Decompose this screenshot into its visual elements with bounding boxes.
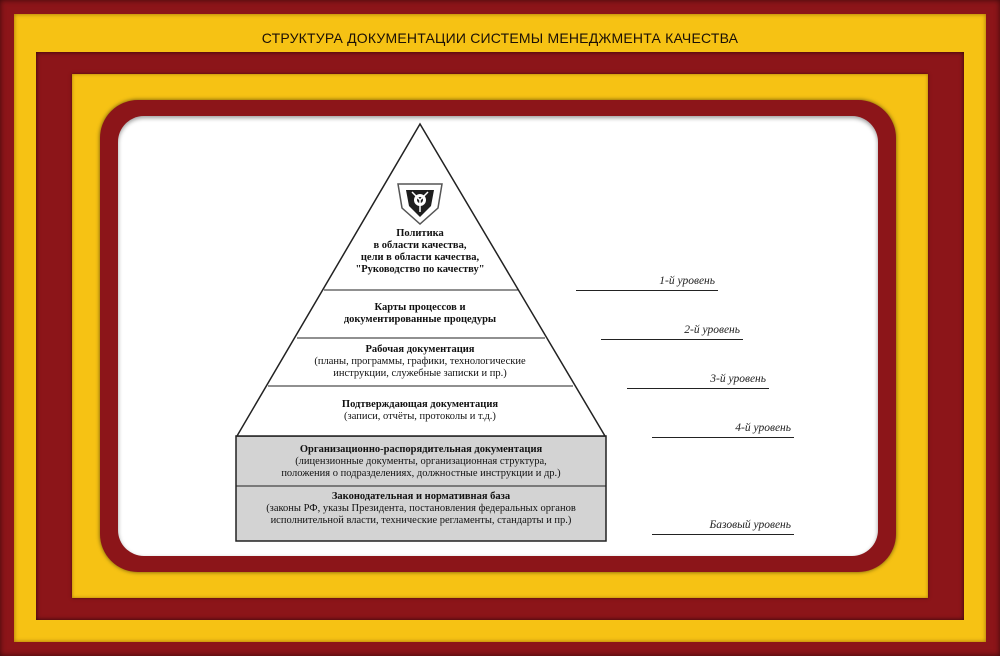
page-title: СТРУКТУРА ДОКУМЕНТАЦИИ СИСТЕМЫ МЕНЕДЖМЕН… xyxy=(261,30,739,46)
level-line-base xyxy=(652,534,794,535)
level-label-1: 1-й уровень xyxy=(659,275,715,287)
quality-logo-icon xyxy=(397,183,443,226)
level-line-3 xyxy=(627,388,769,389)
level-line-2 xyxy=(601,339,743,340)
base-1-label: Организационно-распорядительная документ… xyxy=(281,444,561,479)
base-2-label: Законодательная и нормативная база(закон… xyxy=(266,491,576,526)
base-block xyxy=(235,435,607,542)
level-line-1 xyxy=(576,290,718,291)
level-label-2: 2-й уровень xyxy=(684,324,740,336)
tier-4-label: Подтверждающая документация(записи, отчё… xyxy=(341,399,499,422)
level-line-4 xyxy=(652,437,794,438)
level-label-base: Базовый уровень xyxy=(709,519,791,531)
pyramid-triangle xyxy=(235,122,607,437)
tier-3-label: Рабочая документация(планы, программы, г… xyxy=(314,344,526,379)
level-label-4: 4-й уровень xyxy=(735,422,791,434)
level-label-3: 3-й уровень xyxy=(710,373,766,385)
